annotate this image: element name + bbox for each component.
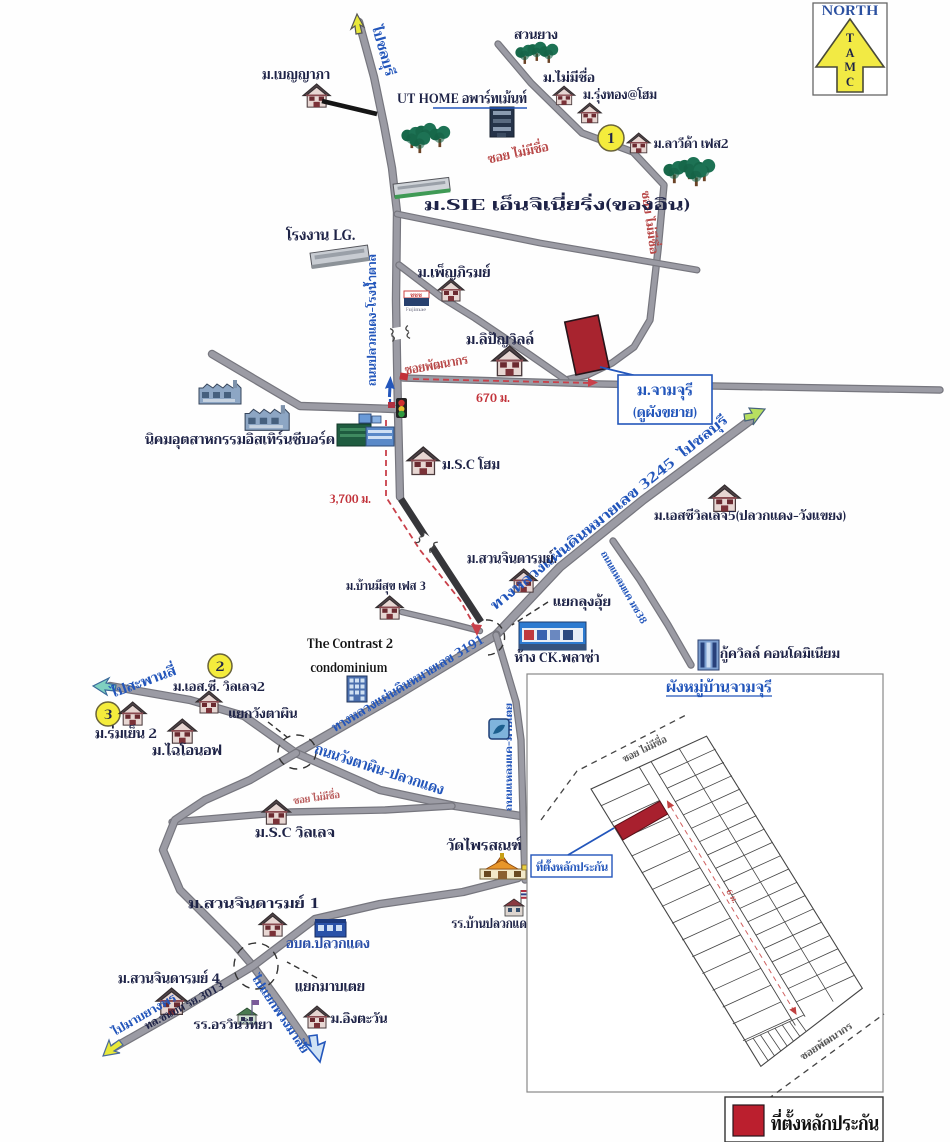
svg-text:M: M <box>844 58 856 78</box>
svg-text:แยกลุงอุ้ย: แยกลุงอุ้ย <box>553 590 611 613</box>
svg-text:ม.บ้านมีสุข เฟส 3: ม.บ้านมีสุข เฟส 3 <box>346 577 426 597</box>
svg-text:A: A <box>845 44 855 64</box>
svg-text:ม.อิงตะวัน: ม.อิงตะวัน <box>331 1007 388 1030</box>
svg-text:ม.ร่มเย็น 2: ม.ร่มเย็น 2 <box>95 722 157 746</box>
svg-text:รร.อรวินวิทยา: รร.อรวินวิทยา <box>194 1013 273 1036</box>
svg-text:ม.รุ่งทอง@โฮม: ม.รุ่งทอง@โฮม <box>583 83 657 106</box>
svg-text:Fujimae: Fujimae <box>406 305 427 314</box>
svg-text:condominium: condominium <box>311 656 388 680</box>
svg-text:กู้ควิลล์ คอนโดมิเนียม: กู้ควิลล์ คอนโดมิเนียม <box>720 642 840 665</box>
svg-text:ม.ไม่มีชื่อ: ม.ไม่มีชื่อ <box>543 66 595 89</box>
svg-text:ที่ตั้งหลักประกัน: ที่ตั้งหลักประกัน <box>536 857 608 877</box>
svg-text:ม.ลิปัญวิลล์: ม.ลิปัญวิลล์ <box>466 328 534 352</box>
svg-text:1: 1 <box>607 127 616 151</box>
svg-text:ม.สวนจินดารมย์ 1: ม.สวนจินดารมย์ 1 <box>188 892 320 916</box>
svg-text:แยกวังตาผิน: แยกวังตาผิน <box>229 702 298 725</box>
svg-text:รร.บ้านปลวกแดง: รร.บ้านปลวกแดง <box>452 912 533 935</box>
svg-text:ถนนปลวกแดง-โรงน้ำตาล: ถนนปลวกแดง-โรงน้ำตาล <box>362 254 383 386</box>
svg-text:นิคมอุตสาหกรรมอิสเทิร์นซีบอร์ด: นิคมอุตสาหกรรมอิสเทิร์นซีบอร์ด <box>145 428 335 452</box>
svg-text:ม.สวนจินดารมย์ 4: ม.สวนจินดารมย์ 4 <box>118 967 220 991</box>
svg-text:ม.จามจุรี: ม.จามจุรี <box>637 378 693 404</box>
svg-text:สวนยาง: สวนยาง <box>514 23 558 46</box>
svg-text:ม.SIE เอ็นจิเนี่ยริ่ง(ของอิน): ม.SIE เอ็นจิเนี่ยริ่ง(ของอิน) <box>424 191 690 219</box>
svg-text:ม.สวนจินดารมย์.: ม.สวนจินดารมย์. <box>467 547 557 571</box>
svg-text:NORTH: NORTH <box>822 0 879 23</box>
svg-text:ม.เพ็ญภิรมย์: ม.เพ็ญภิรมย์ <box>418 261 491 285</box>
svg-text:T: T <box>846 29 854 49</box>
svg-text:ชชช: ชชช <box>410 291 422 301</box>
svg-text:ห้าง CK.พลาซ่า: ห้าง CK.พลาซ่า <box>515 646 600 670</box>
svg-text:The Contrast 2: The Contrast 2 <box>307 632 393 656</box>
svg-text:ซอย ไม่มีชื่อ: ซอย ไม่มีชื่อ <box>292 787 341 811</box>
svg-text:อบต.ปลวกแดง: อบต.ปลวกแดง <box>286 932 370 956</box>
svg-text:3,700 ม.: 3,700 ม. <box>329 490 371 510</box>
svg-text:วัดไพรสณฑ์: วัดไพรสณฑ์ <box>447 834 522 858</box>
svg-text:โรงงาน LG.: โรงงาน LG. <box>286 223 356 249</box>
svg-text:ผังหมู่บ้านจามจุรี: ผังหมู่บ้านจามจุรี <box>666 675 772 701</box>
svg-text:670 ม.: 670 ม. <box>476 389 510 409</box>
svg-text:ม.เอสซีวิลเลจ5(ปลวกแดง-วังแขยง: ม.เอสซีวิลเลจ5(ปลวกแดง-วังแขยง) <box>654 504 846 527</box>
svg-text:C: C <box>846 73 854 93</box>
svg-text:แยกมาบเตย: แยกมาบเตย <box>295 975 365 999</box>
svg-text:ม.เบญญาภา: ม.เบญญาภา <box>262 63 330 87</box>
svg-text:(ดูผังขยาย): (ดูผังขยาย) <box>633 401 697 425</box>
svg-text:ม.S.C วิลเลจ: ม.S.C วิลเลจ <box>255 821 335 845</box>
svg-text:3: 3 <box>104 703 113 727</box>
svg-text:UT HOME อพาร์ทเม้นท์: UT HOME อพาร์ทเม้นท์ <box>397 87 527 111</box>
svg-text:6 ม.: 6 ม. <box>721 887 741 905</box>
svg-text:ที่ตั้งหลักประกัน: ที่ตั้งหลักประกัน <box>771 1107 879 1141</box>
svg-text:ม.ลาวีด้า เฟส2: ม.ลาวีด้า เฟส2 <box>654 132 729 155</box>
svg-text:2: 2 <box>216 655 225 679</box>
svg-text:ม.ไฉโอนอฟ: ม.ไฉโอนอฟ <box>152 739 222 763</box>
svg-text:ม.S.C โฮม: ม.S.C โฮม <box>442 453 500 477</box>
svg-text:ม.เอส.ซี. วิลเลจ2: ม.เอส.ซี. วิลเลจ2 <box>173 675 265 698</box>
